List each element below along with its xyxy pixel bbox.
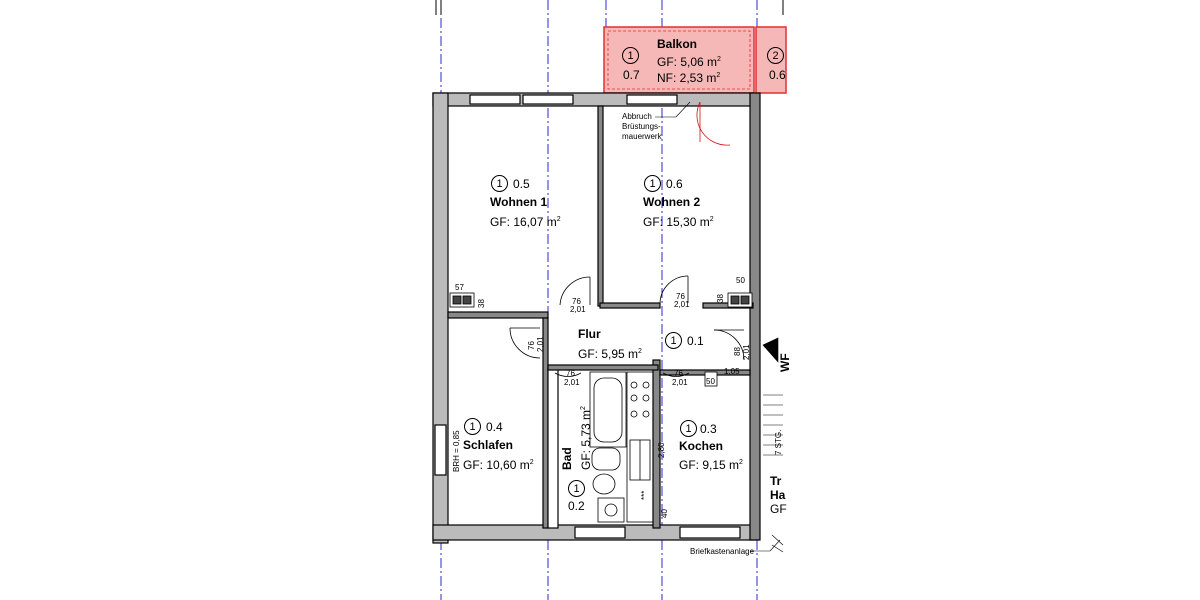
flur-gf: GF: 5,95 m2 [578,347,642,361]
dim-201-e: 2,01 [564,378,580,387]
kochen-number-circle: 1 [680,420,697,437]
dim-105: 1,05 [724,367,740,376]
star-mark: *** [640,490,649,500]
schlafen-number-circle: 1 [464,418,481,435]
tr-cut-label: Tr [770,474,782,488]
kochen-id: 0.3 [700,422,717,436]
dim-38-left: 38 [477,299,486,308]
balkon-gf: GF: 5,06 m2 [657,55,721,69]
dim-57: 57 [455,283,464,292]
walls [432,92,761,544]
balkon2-id: 0.6 [769,68,786,82]
bad-number-circle: 1 [568,480,585,497]
bad-gf: GF: 5,73 m2 [579,406,593,470]
bath-fixtures [589,371,627,523]
dim-40: 40 [660,509,669,518]
flur-number-circle: 1 [665,332,682,349]
balkon-id: 0.7 [623,68,640,82]
balkon-name: Balkon [657,37,698,51]
kochen-name: Kochen [679,439,724,453]
ha-cut-label: Ha [770,488,786,502]
heaters [449,292,753,387]
kochen-gf: GF: 9,15 m2 [679,458,743,472]
wohnen1-gf: GF: 16,07 m2 [490,215,561,229]
leader-lines [655,101,781,552]
wohnen2-name: Wohnen 2 [643,195,701,209]
bad-id: 0.2 [568,499,585,513]
doors [509,101,745,377]
schlafen-name: Schlafen [463,438,514,452]
wohnen2-number-circle: 1 [644,175,661,192]
wohnen2-id: 0.6 [666,177,683,191]
dim-201-c: 2,01 [536,336,545,352]
wohnen2-gf: GF: 15,30 m2 [643,215,714,229]
dim-76-a: 76 [572,297,581,306]
wohnen1-id: 0.5 [513,177,530,191]
dim-201-a: 2,01 [570,305,586,314]
abbruch-note-line2: Brüstungs- [622,122,661,131]
flur-id: 0.1 [687,334,704,348]
stairs-note: 7 STG. [774,429,783,455]
schlafen-gf: GF: 10,60 m2 [463,458,534,472]
dim-50-right: 50 [736,276,745,285]
kitchen-fixtures [626,371,654,523]
dim-38-right: 38 [716,294,725,303]
wf-cut-label: WF [778,353,792,372]
balkon-nf: NF: 2,53 m2 [657,71,721,85]
wohnen1-name: Wohnen 1 [490,195,548,209]
briefkasten-note: Briefkastenanlage [690,547,755,556]
abbruch-note-line1: Abbruch [622,112,652,121]
abbruch-note-line3: mauerwerk [622,132,662,141]
wohnen1-number-circle: 1 [491,175,508,192]
flur-name: Flur [578,327,601,341]
gf-cut-label: GF [770,502,787,516]
axis-ticks [435,0,784,15]
dim-76-d: 76 [566,369,575,378]
dim-88: 88 [733,347,742,356]
dim-280: 2,80 [657,442,666,458]
balkon2-number-circle: 2 [767,47,784,64]
dim-50-kitchen: 50 [706,377,715,386]
dim-201-b: 2,01 [674,300,690,309]
dim-201-f: 2,01 [672,378,688,387]
stairs [762,337,784,553]
dim-76-c: 76 [527,341,536,350]
brh-note: BRH = 0,85 [452,430,461,472]
schlafen-id: 0.4 [486,420,503,434]
balkon-number-circle: 1 [622,47,639,64]
dim-76-b: 76 [676,292,685,301]
dim-201-d: 2,01 [742,344,751,360]
dim-76-e: 76 [674,369,683,378]
bad-name: Bad [560,447,574,470]
